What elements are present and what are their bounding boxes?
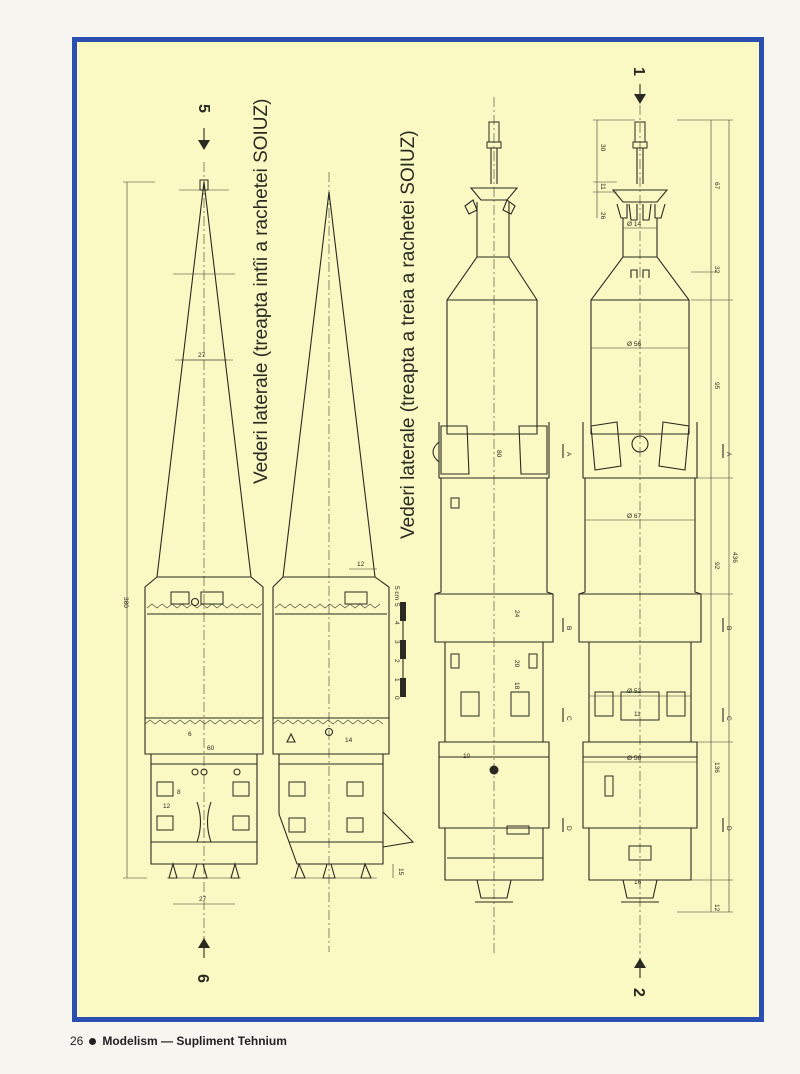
dim-12-side: 12 [357,561,365,568]
caption-first-stage: Vederi laterale (treapta intîi a rachete… [251,99,272,484]
bullet-icon [89,1037,97,1045]
station-a: A [565,452,572,457]
dim-60: 60 [207,745,215,752]
station-c-right: C [725,716,732,721]
third-stage-front-view: Ø 14 Ø 56 Ø 67 Ø 52 11 Ø 56 16 30 11 26 [578,87,702,954]
scale-tick-1: 1 [393,678,400,682]
dim-dia56-top: Ø 56 [627,341,641,348]
dim-30: 30 [599,144,606,152]
dim-dia52: Ø 52 [627,688,641,695]
first-stage-front-view: 380 27 27 6 60 8 12 [122,162,264,957]
dim-436: 436 [731,552,738,563]
station-b-right: B [725,626,732,630]
magazine-name: Modelism [102,1034,158,1048]
section-markers: 5 6 1 2 [194,67,647,997]
scale-tick-0: 0 [393,696,400,700]
section-mark-6: 6 [194,974,211,983]
caption-third-stage: Vederi laterale (treapta a treia a rache… [398,130,419,539]
station-d: D [565,826,572,831]
page-number: 26 [70,1034,84,1048]
dim-80: 80 [495,450,502,458]
scale-tick-5: 5 [393,603,400,607]
dim-dia14: Ø 14 [627,221,641,228]
dim-67: 67 [713,182,720,190]
footer-supplement: Supliment [176,1034,235,1048]
dim-10: 10 [463,753,471,760]
technical-drawing: 380 27 27 6 60 8 12 12 14 15 [122,67,738,997]
dim-12-base: 12 [163,803,171,810]
dim-27-top: 27 [198,352,206,359]
scale-tick-3: 3 [393,640,400,644]
scale-unit: 5 cm [393,586,400,600]
dim-136: 136 [713,762,720,773]
section-mark-2: 2 [630,988,647,997]
dim-11: 11 [599,183,606,190]
dim-20: 20 [513,660,520,668]
dim-92: 92 [713,562,720,570]
dim-15: 15 [397,868,404,876]
dim-18: 18 [513,682,520,690]
dim-6: 6 [188,731,192,738]
first-stage-side-view: 12 14 15 [272,172,415,952]
dim-12-right: 12 [713,904,720,912]
station-c: C [565,716,572,721]
dim-95: 95 [713,382,720,390]
station-d-right: D [725,826,732,831]
drawing-sheet: 380 27 27 6 60 8 12 12 14 15 [72,37,764,1022]
section-mark-1: 1 [630,67,647,76]
dim-dia67: Ø 67 [627,513,641,520]
scale-tick-2: 2 [393,659,400,663]
dim-380: 380 [122,597,129,608]
dim-14-side: 14 [345,737,353,744]
dim-44: 24 [513,610,520,618]
third-stage-side-view: 80 24 20 18 10 [432,97,554,954]
dim-8: 8 [177,789,181,796]
overall-dimension-chain: 67 32 95 436 92 136 12 [677,119,738,913]
scale-bar: 5 cm 0 1 2 3 4 5 [393,586,406,700]
page-footer: 26 Modelism — Supliment Tehnium [70,1034,287,1048]
dim-dia56-bottom: Ø 56 [627,755,641,762]
dim-26: 26 [599,212,606,220]
dim-27-bottom: 27 [199,896,207,903]
dim-32: 32 [713,266,720,274]
dim-11-bottom: 11 [634,711,641,718]
station-b: B [565,626,572,630]
dim-16: 16 [634,879,642,886]
station-markers: A B C D A B C D [562,444,732,832]
station-a-right: A [725,452,732,457]
section-mark-5: 5 [195,104,212,113]
footer-dash: — [161,1034,174,1048]
scale-tick-4: 4 [393,621,400,625]
footer-publication: Tehnium [237,1034,287,1048]
